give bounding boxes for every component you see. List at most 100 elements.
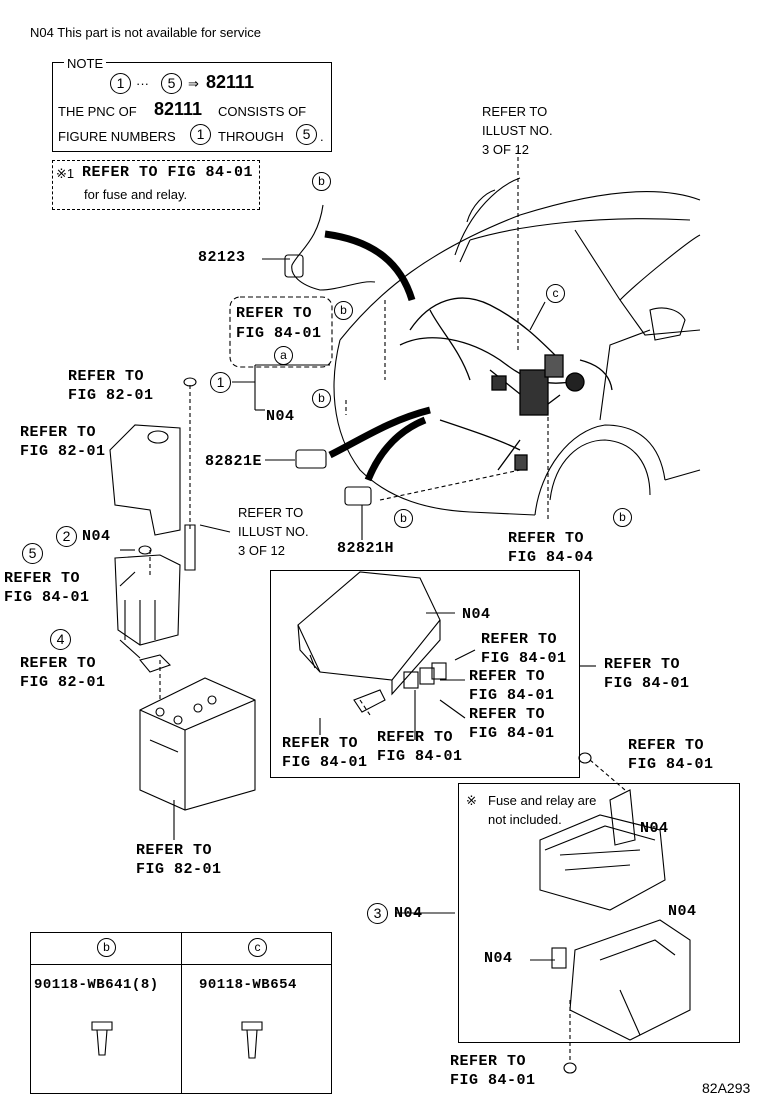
callout-b-sensor: b [334,301,353,320]
note-range-sep: ··· [136,76,149,91]
block-n04-left: N04 [484,950,513,967]
service-note: N04 This part is not available for servi… [30,25,261,40]
note-range-start: 1 [110,73,131,94]
block-n04-mid: N04 [668,903,697,920]
bolt-part-c: 90118-WB654 [199,977,297,993]
dashed-refer-box [229,296,333,368]
refer-illust-top-3: 3 OF 12 [482,142,529,157]
cover-ref4-b: FIG 84-01 [282,754,368,771]
bolt-drawings [91,1021,263,1059]
callout-b-right: b [613,508,632,527]
callout-4: 4 [50,629,71,650]
refer-fig8401-5a: REFER TO [4,570,81,587]
note-line3-dot: . [320,129,324,144]
note-arrow: ⇒ [188,76,199,91]
bottom-ref-b: FIG 84-01 [450,1072,536,1089]
bottom-ref-a: REFER TO [450,1053,527,1070]
cover-ref3-a: REFER TO [469,706,546,723]
bolt-table-key-b: b [97,938,116,957]
note-line2-c: CONSISTS OF [218,104,307,119]
part-82123: 82123 [198,249,246,266]
cover-ref1-a: REFER TO [481,631,558,648]
n04-harness: N04 [266,408,295,425]
cover-ref1-b: FIG 84-01 [481,650,567,667]
battery-area-parts [109,377,256,811]
fuse-refer-box [52,160,260,210]
note-line3-start: 1 [190,124,211,145]
refer-fig8201-bat-b: FIG 82-01 [136,861,222,878]
fuse-refer-line2: for fuse and relay. [84,187,188,202]
fuse-note-1: Fuse and relay are [488,793,597,808]
note-line2-a: THE PNC OF [58,104,137,119]
diagram-id: 82A293 [702,1080,751,1096]
refer-illust-top-2: ILLUST NO. [482,123,553,138]
note-line2-pnc: 82111 [154,99,203,119]
leader-lines [119,258,596,961]
relay-cover-box [270,570,580,778]
refer-fig8201-1b: FIG 82-01 [68,387,154,404]
note-range-end: 5 [161,73,182,94]
wire-82123 [291,204,376,291]
callout-c-harness: c [546,284,565,303]
engine-wire-harness [399,297,613,471]
bolt-table-divider [181,932,182,1094]
refer-fig8201-bat-a: REFER TO [136,842,213,859]
cable-82821h [364,416,427,482]
n04-item2: N04 [82,528,111,545]
cable-82821e [328,406,431,459]
refer-illust-mid-1: REFER TO [238,505,304,520]
cover-n04: N04 [462,606,491,623]
bolt-part-b: 90118-WB641(8) [34,977,159,993]
note-line3-a: FIGURE NUMBERS [58,129,176,144]
cover-ref2-a: REFER TO [469,668,546,685]
callout-3: 3 [367,903,388,924]
item3-n04: N04 [394,905,423,922]
callout-b-mid: b [312,389,331,408]
refer-fig8201-2a: REFER TO [20,424,97,441]
bolt-ref-b: FIG 84-01 [628,756,714,773]
connector-82821e [295,449,327,469]
relay-block-cover [297,571,447,713]
callout-5: 5 [22,543,43,564]
cover-ref3-b: FIG 84-01 [469,725,555,742]
connector-82821h [344,486,372,506]
refer-fig8401-5b: FIG 84-01 [4,589,90,606]
junction-block-box [458,783,740,1043]
refer-fig8201-4a: REFER TO [20,655,97,672]
vehicle-outline [333,177,701,516]
part-82821h: 82821H [337,540,395,557]
callout-b-top: b [312,172,331,191]
refer-fig8201-4b: FIG 82-01 [20,674,106,691]
fuse-refer-line1: REFER TO FIG 84-01 [82,164,254,181]
callout-1: 1 [210,372,231,393]
bolt-table-key-c: c [248,938,267,957]
refer-illust-mid-2: ILLUST NO. [238,524,309,539]
note-pnc: 82111 [206,72,255,92]
refer-fig8404-a: REFER TO [508,530,585,547]
refer-fig8201-2b: FIG 82-01 [20,443,106,460]
part-82821e: 82821E [205,453,263,470]
cover-ref4-a: REFER TO [282,735,359,752]
callout-b-lower: b [394,509,413,528]
refer-fig8201-1a: REFER TO [68,368,145,385]
callout-2: 2 [56,526,77,547]
refer-illust-mid-3: 3 OF 12 [238,543,285,558]
block-n04-top: N04 [640,820,669,837]
bolt-table-header-rule [30,964,332,965]
note-line3-b: THROUGH [218,129,284,144]
refer-illust-top-1: REFER TO [482,104,548,119]
note-line3-end: 5 [296,124,317,145]
cover-ref2-b: FIG 84-01 [469,687,555,704]
callout-a: a [274,346,293,365]
cover-right-a: REFER TO [604,656,681,673]
note-box [52,62,332,152]
note-title: NOTE [64,56,107,71]
cover-ref5-b: FIG 84-01 [377,748,463,765]
engine-room-junction-block [539,752,691,1074]
cover-ref5-a: REFER TO [377,729,454,746]
dashed-leaders [149,150,626,1060]
refer-fig8401-a-1: REFER TO [236,305,313,322]
cover-right-b: FIG 84-01 [604,675,690,692]
fuse-note-mark: ※ [466,793,477,808]
refer-fig8401-a-2: FIG 84-01 [236,325,322,342]
